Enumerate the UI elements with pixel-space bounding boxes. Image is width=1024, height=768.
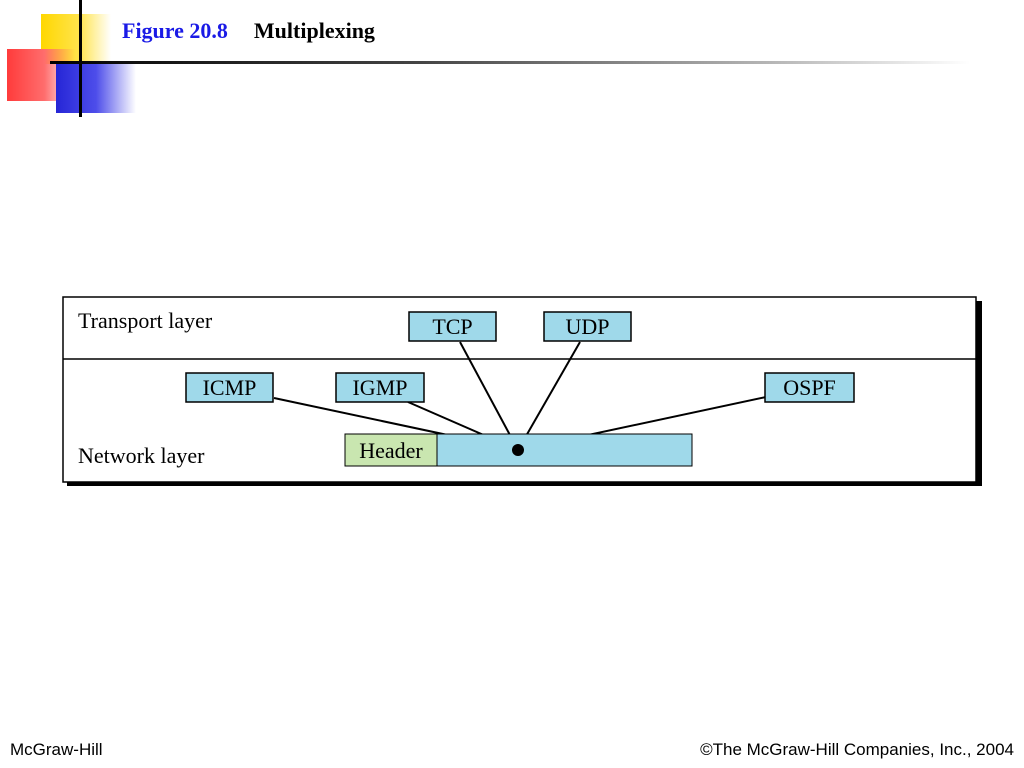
icmp-label: ICMP [203, 375, 257, 400]
network-layer-label: Network layer [78, 443, 205, 468]
header-box [344, 433, 438, 467]
multiplexer-dot [512, 444, 524, 456]
igmp-box [335, 372, 425, 403]
udp-label: UDP [565, 314, 609, 339]
icmp-box [185, 372, 274, 403]
tcp-box [408, 311, 497, 342]
tcp-label: TCP [432, 314, 472, 339]
udp-box [543, 311, 632, 342]
transport-layer-label: Transport layer [78, 308, 213, 333]
decorative-vertical-line [79, 0, 82, 117]
datagram-data-box [436, 433, 693, 467]
decorative-blue-square [56, 61, 136, 113]
line-udp [517, 341, 581, 451]
line-tcp [459, 341, 519, 451]
figure-number: Figure 20.8 [122, 18, 228, 43]
footer-publisher: McGraw-Hill [10, 740, 103, 759]
slide-title: Figure 20.8 Multiplexing [122, 18, 375, 44]
header-label: Header [359, 438, 423, 463]
title-underline [50, 61, 970, 64]
igmp-label: IGMP [352, 375, 407, 400]
footer-copyright: ©The McGraw-Hill Companies, Inc., 2004 [700, 740, 1014, 759]
ospf-label: OSPF [783, 375, 836, 400]
ospf-box [764, 372, 855, 403]
figure-title: Multiplexing [253, 18, 375, 43]
